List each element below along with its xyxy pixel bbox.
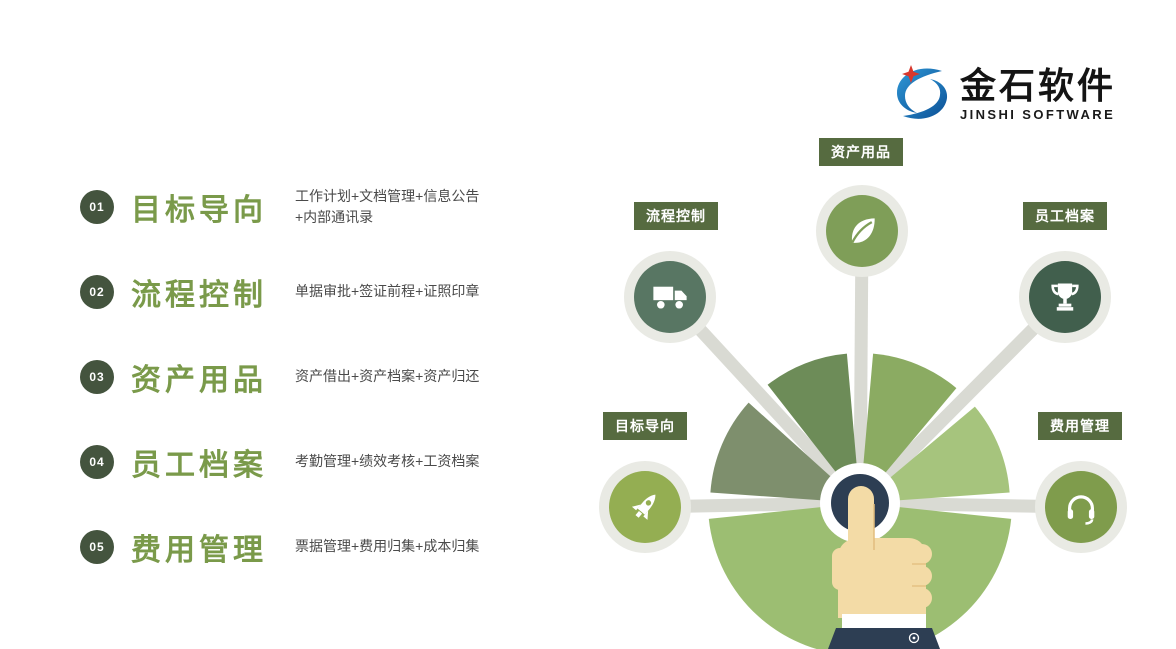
feature-list: 01 目标导向 工作计划+文档管理+信息公告+内部通讯录 02 流程控制 单据审… [80,164,491,589]
feature-title: 目标导向 [131,192,267,228]
logo-star-icon [901,65,920,83]
feature-number-badge: 04 [80,444,114,479]
leaf-icon [851,218,875,244]
feature-title: 资产用品 [131,362,267,398]
node-label-assets: 资产用品 [819,138,903,166]
headset-icon [1067,495,1095,525]
feature-item-assets: 03 资产用品 资产借出+资产档案+资产归还 [80,334,491,419]
feature-item-process: 02 流程控制 单据审批+签证前程+证照印章 [80,249,491,334]
node-label-employee-files: 员工档案 [1023,202,1107,230]
feature-title: 费用管理 [131,532,267,568]
brand-name-cn: 金石软件 [959,64,1116,106]
node-process-control [634,261,706,333]
feature-number-badge: 05 [80,529,114,564]
node-label-goal-orientation: 目标导向 [603,412,687,440]
trophy-icon [1051,283,1079,311]
feature-item-goal: 01 目标导向 工作计划+文档管理+信息公告+内部通讯录 [80,164,491,249]
node-employee-files [1029,261,1101,333]
node-label-process-control: 流程控制 [634,202,718,230]
rocket-icon [631,494,656,520]
fan-chart-graphic [644,230,1082,649]
pointer-hand-illustration [828,486,940,649]
node-goal-orientation [609,471,681,543]
truck-icon [653,286,687,309]
feature-description: 单据审批+签证前程+证照印章 [295,283,480,299]
feature-title: 员工档案 [131,447,267,483]
feature-item-expense: 05 费用管理 票据管理+费用归集+成本归集 [80,504,491,589]
feature-diagram: 流程控制 资产用品 员工档案 目标导向 费用管理 [570,130,1176,649]
feature-number-badge: 03 [80,359,114,394]
brand-name-en: JINSHI SOFTWARE [959,106,1116,122]
brand-text: 金石软件 JINSHI SOFTWARE [959,64,1116,122]
feature-description: 票据管理+费用归集+成本归集 [295,538,480,554]
feature-number-badge: 01 [80,189,114,224]
feature-number-badge: 02 [80,274,114,309]
feature-description: 考勤管理+绩效考核+工资档案 [295,453,480,469]
node-expense-management [1045,471,1117,543]
feature-description: 工作计划+文档管理+信息公告+内部通讯录 [295,187,480,225]
brand-logo: 金石软件 JINSHI SOFTWARE [884,58,1116,130]
feature-description: 资产借出+资产档案+资产归还 [295,368,480,384]
logo-swirl-icon [896,65,948,119]
feature-title: 流程控制 [131,277,267,313]
node-assets [826,195,898,267]
feature-item-employee: 04 员工档案 考勤管理+绩效考核+工资档案 [80,419,491,504]
node-label-expense-management: 费用管理 [1038,412,1122,440]
